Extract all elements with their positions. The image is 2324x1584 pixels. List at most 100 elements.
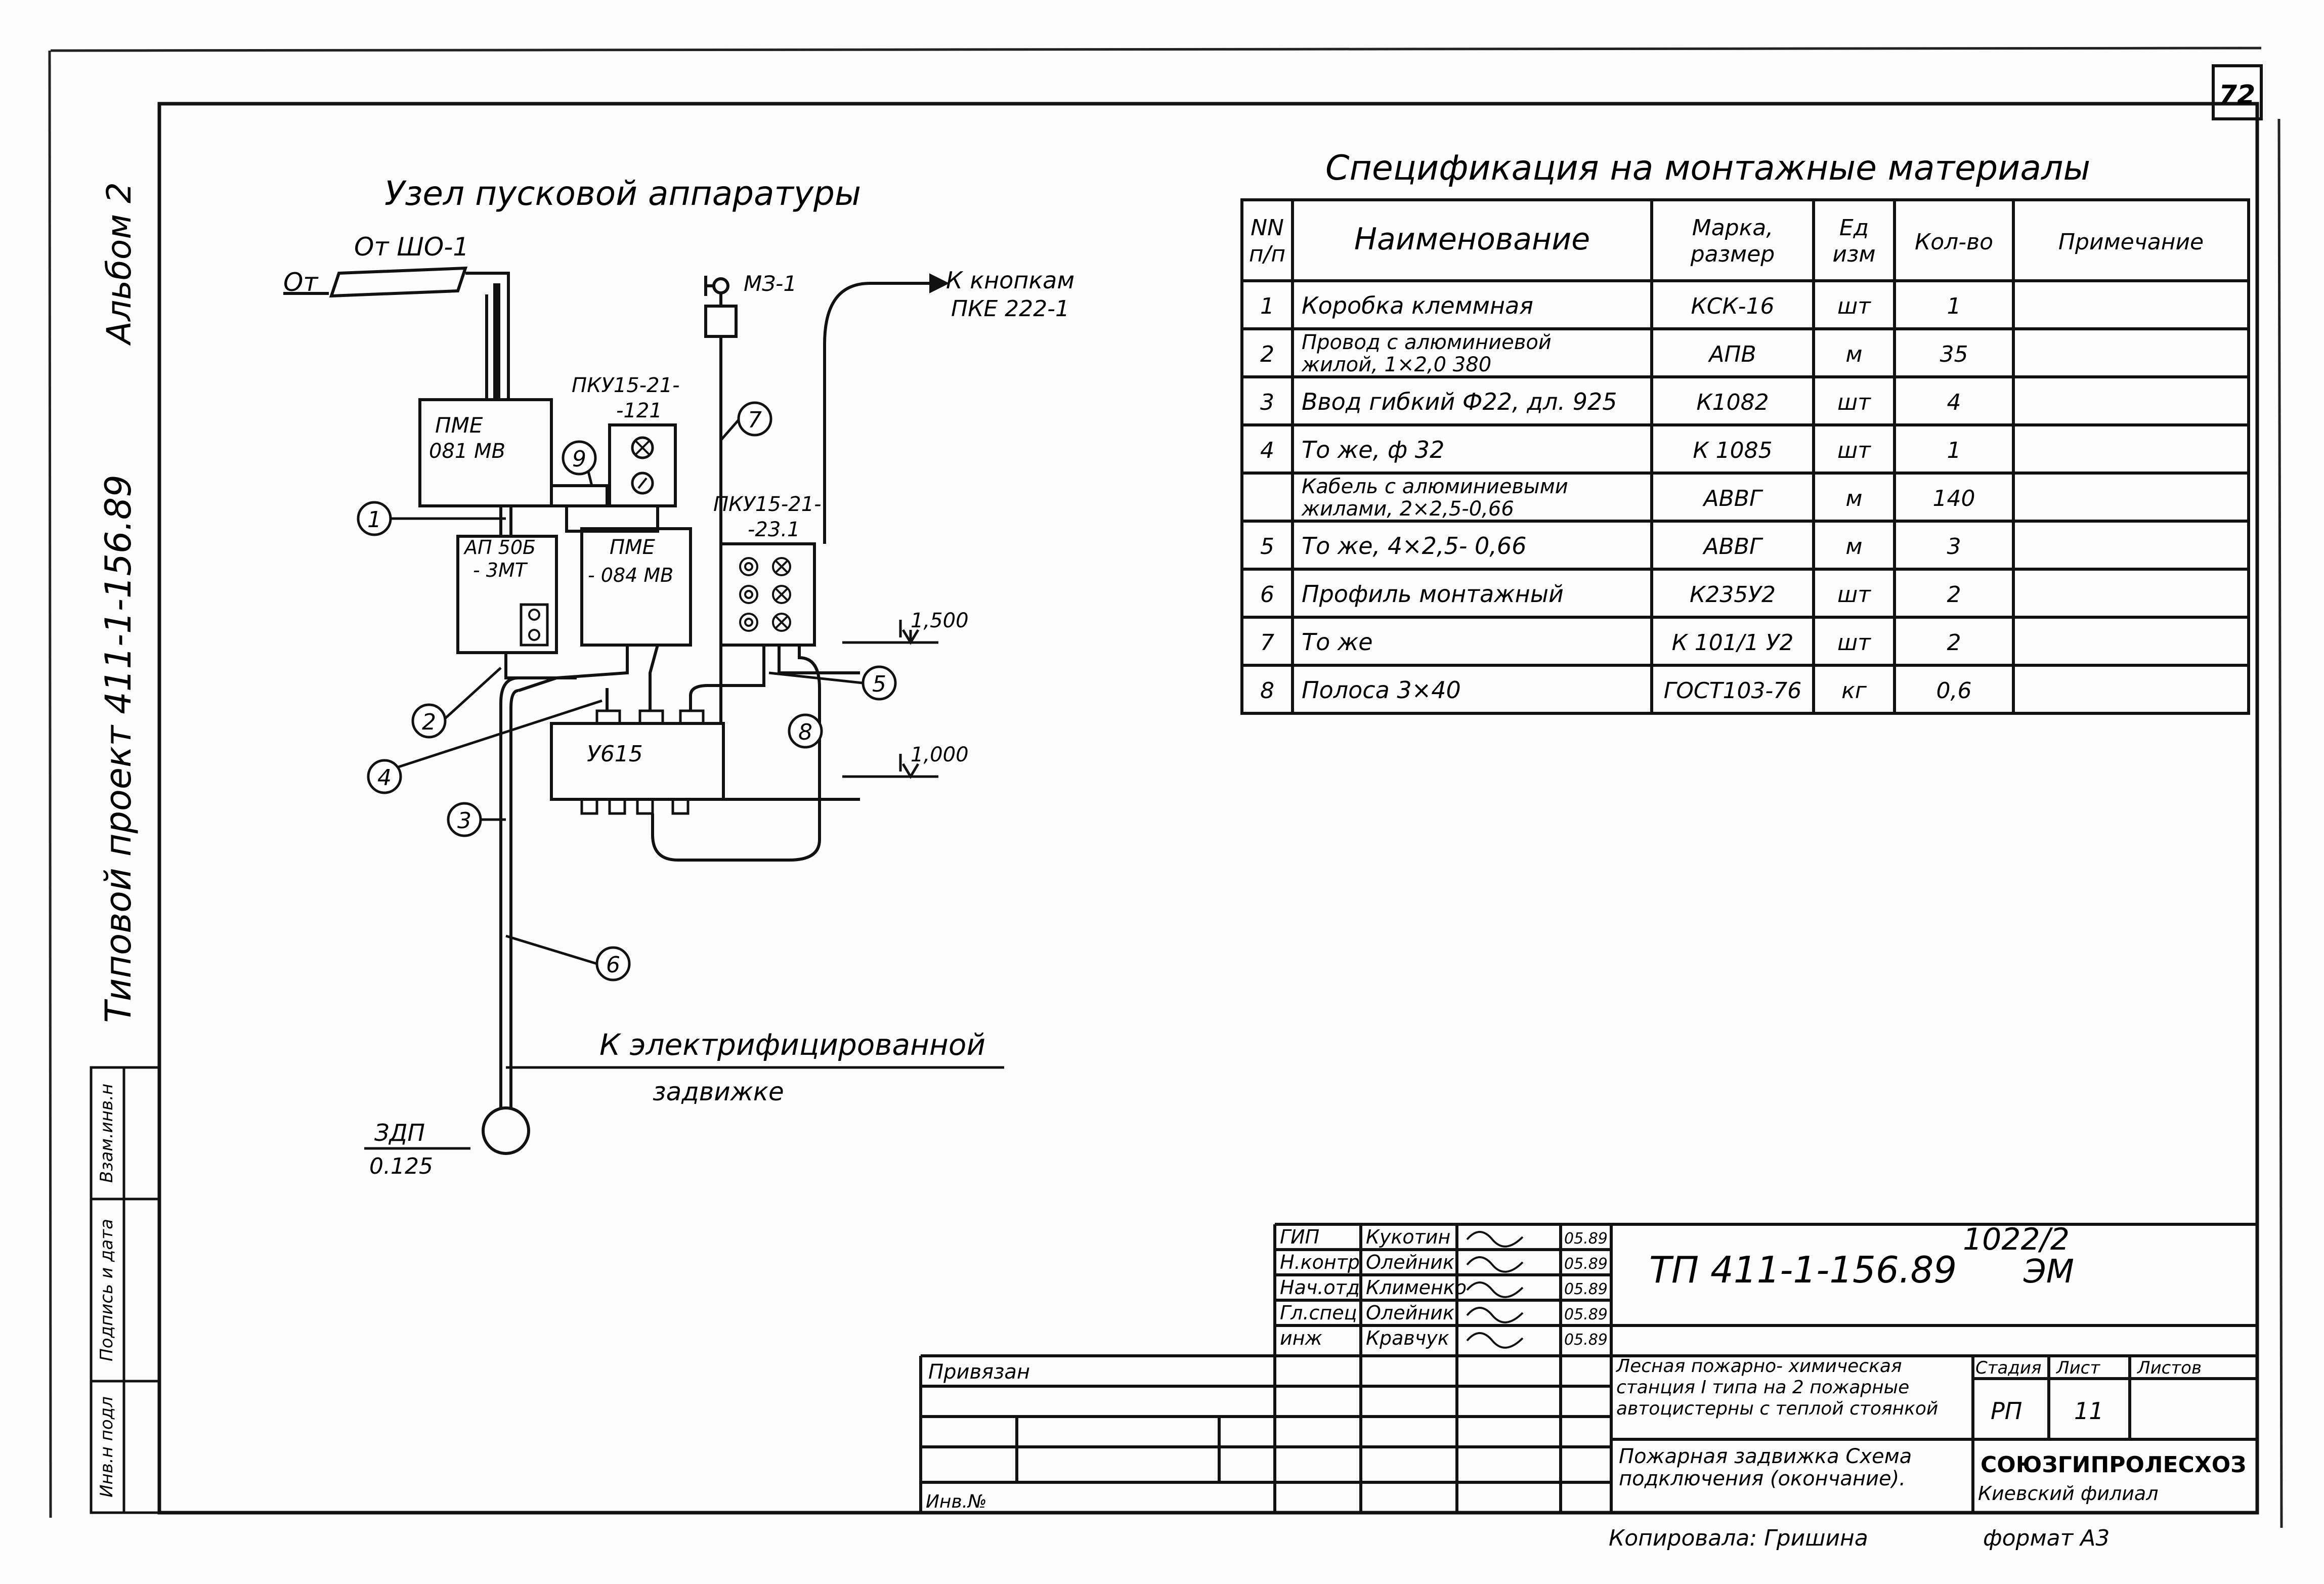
from-label: От	[283, 268, 319, 297]
svg-text:К 1085: К 1085	[1693, 438, 1772, 463]
spec-cell: 6	[1260, 582, 1274, 608]
svg-text:6: 6	[1260, 582, 1274, 608]
spec-header: NN	[1251, 215, 1284, 241]
svg-text:АВВГ: АВВГ	[1702, 486, 1763, 511]
svg-text:инж: инж	[1280, 1327, 1322, 1349]
svg-text:Лесная пожарно- химическая: Лесная пожарно- химическая	[1615, 1356, 1902, 1377]
svg-text:То же, ф 32: То же, ф 32	[1302, 436, 1444, 463]
spec-title: Спецификация на монтажные материалы	[1325, 148, 2090, 188]
spec-cell: 7	[1260, 630, 1274, 656]
svg-text:Коробка клеммная: Коробка клеммная	[1302, 292, 1533, 319]
to-buttons-label: К кнопкам	[946, 267, 1074, 294]
pku121-label-b: -121	[616, 399, 662, 422]
spec-cell: Профиль монтажный	[1302, 580, 1564, 608]
svg-text:05.89: 05.89	[1564, 1306, 1608, 1323]
spec-cell: К235У2	[1690, 582, 1776, 608]
spec-cell: 8	[1260, 678, 1274, 704]
marker-9: 9	[562, 440, 597, 476]
spec-cell: 3	[1947, 534, 1961, 560]
spec-header: Ед	[1839, 215, 1869, 241]
svg-text:6: 6	[606, 952, 620, 978]
spec-cell: 5	[1260, 534, 1274, 560]
svg-text:АВВГ: АВВГ	[1702, 534, 1763, 560]
svg-text:Клименко: Клименко	[1366, 1276, 1467, 1299]
spec-cell: То же, 4×2,5- 0,66	[1302, 532, 1526, 560]
wiring-diagram: Узел пусковой аппаратуры От ШО-1 От ПМЕ …	[283, 174, 1074, 1179]
svg-text:Гл.спец: Гл.спец	[1280, 1302, 1357, 1324]
spec-cell: То же, ф 32	[1302, 436, 1444, 463]
spec-cell: То же	[1302, 628, 1373, 656]
org-sub: Киевский филиал	[1978, 1482, 2159, 1505]
marker-8: 8	[788, 713, 823, 749]
stage-header: Стадия	[1975, 1358, 2041, 1378]
svg-text:2: 2	[422, 709, 436, 735]
svg-text:КСК-16: КСК-16	[1691, 293, 1774, 319]
elevation-1500: 1,500	[911, 609, 969, 632]
spec-header: Марка,	[1692, 215, 1773, 241]
pme081-label-b: 081 МВ	[429, 440, 505, 463]
spec-cell: К1082	[1696, 390, 1769, 415]
svg-text:3: 3	[1260, 390, 1274, 415]
svg-text:Полоса 3×40: Полоса 3×40	[1302, 676, 1461, 704]
svg-text:2: 2	[1947, 630, 1961, 656]
spec-cell: Полоса 3×40	[1302, 676, 1461, 704]
spec-cell: 1	[1260, 293, 1274, 319]
m31-label: МЗ-1	[744, 271, 797, 296]
spec-cell: 2	[1260, 341, 1274, 367]
svg-text:7: 7	[1260, 630, 1274, 656]
pku231-label-b: -23.1	[748, 518, 800, 541]
svg-text:ГОСТ103-76: ГОСТ103-76	[1664, 678, 1802, 704]
spec-cell: 0,6	[1936, 678, 1972, 704]
svg-text:К1082: К1082	[1696, 390, 1769, 415]
svg-text:4: 4	[1260, 438, 1274, 463]
svg-text:станция I типа на 2 пожарные: станция I типа на 2 пожарные	[1616, 1377, 1909, 1398]
spec-header: размер	[1690, 241, 1775, 267]
role-row: инж Кравчук 05.89	[1280, 1327, 1608, 1349]
marker-6: 6	[595, 946, 631, 981]
copied-by: Копировала: Гришина	[1609, 1525, 1868, 1551]
spec-cell: шт	[1837, 293, 1871, 319]
svg-text:К235У2: К235У2	[1690, 582, 1776, 608]
svg-text:Провод с алюминиевой: Провод с алюминиевой	[1302, 331, 1552, 354]
diagram-title: Узел пусковой аппаратуры	[384, 174, 861, 213]
spec-header: Кол-во	[1915, 229, 1993, 255]
spec-cell: 3	[1260, 390, 1274, 415]
svg-text:3: 3	[1947, 534, 1961, 560]
spec-cell: ГОСТ103-76	[1664, 678, 1802, 704]
org-name: СОЮЗГИПРОЛЕСХОЗ	[1981, 1452, 2246, 1478]
svg-text:жилами, 2×2,5-0,66: жилами, 2×2,5-0,66	[1301, 497, 1514, 521]
marker-4: 4	[367, 759, 402, 794]
pme084-label: ПМЕ	[610, 536, 656, 559]
spec-cell: м	[1845, 534, 1862, 560]
spec-cell: 2	[1947, 582, 1961, 608]
spec-cell: АВВГ	[1702, 486, 1763, 511]
spec-cell: Коробка клеммная	[1302, 292, 1533, 319]
doc-suffix: ЭМ	[2023, 1253, 2074, 1291]
svg-text:Кравчук: Кравчук	[1366, 1327, 1449, 1349]
spec-cell: Ввод гибкий Ф22, дл. 925	[1302, 388, 1617, 415]
pme081-label: ПМЕ	[435, 413, 483, 438]
pme084-label-b: - 084 МВ	[588, 564, 673, 586]
svg-text:05.89: 05.89	[1564, 1331, 1608, 1349]
svg-text:Ввод гибкий Ф22, дл. 925: Ввод гибкий Ф22, дл. 925	[1302, 388, 1617, 415]
spec-header: п/п	[1249, 241, 1285, 267]
spec-header: изм	[1832, 241, 1875, 267]
spec-cell: 1	[1947, 438, 1961, 463]
svg-text:Профиль монтажный: Профиль монтажный	[1302, 580, 1564, 608]
svg-text:5: 5	[1260, 534, 1274, 560]
marker-3: 3	[447, 802, 482, 837]
sheet-number-box: 72	[2212, 64, 2263, 120]
svg-text:шт: шт	[1837, 390, 1871, 415]
svg-text:К 101/1 У2: К 101/1 У2	[1672, 630, 1794, 656]
spec-cell: 4	[1947, 390, 1961, 415]
spec-cell: К 101/1 У2	[1672, 630, 1794, 656]
svg-text:1: 1	[367, 507, 381, 533]
svg-text:Олейник: Олейник	[1366, 1251, 1454, 1273]
pku231-label: ПКУ15-21-	[713, 493, 822, 516]
svg-text:05.89: 05.89	[1564, 1255, 1608, 1273]
svg-text:05.89: 05.89	[1564, 1230, 1608, 1248]
spec-header: Примечание	[2058, 229, 2204, 255]
